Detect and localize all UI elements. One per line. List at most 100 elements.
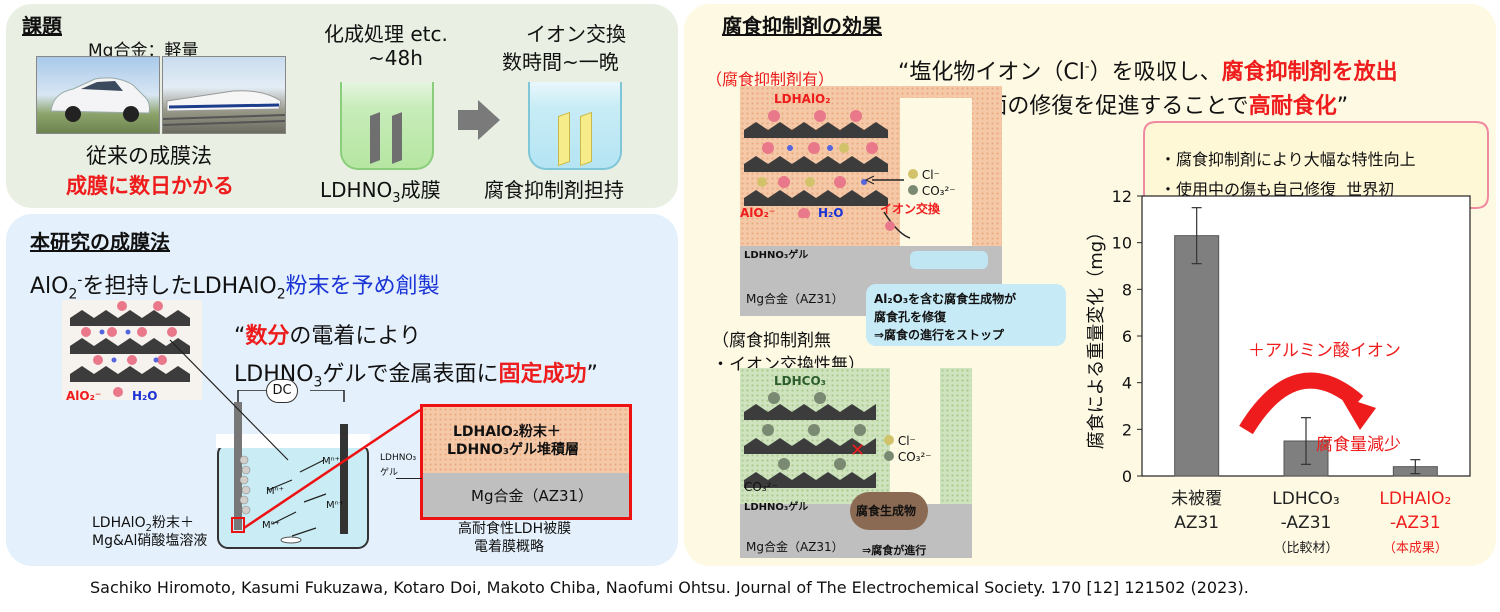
co3-lower-label: CO₃²⁻: [744, 480, 778, 494]
step2-duration: 数時間~一晩: [502, 50, 619, 74]
ion-label-3: Mⁿ⁺: [326, 500, 344, 511]
ion-label-1: Mⁿ⁺: [322, 456, 340, 467]
electrodeposition-cell: [216, 390, 370, 549]
coated-plate-1: [558, 111, 570, 167]
category-note: （比較材）: [1273, 541, 1338, 556]
blocked-exchange-icon: ✕: [850, 440, 866, 461]
cl-lower-label: Cl⁻: [884, 434, 916, 448]
with-inhibitor-label: （腐食抑制剤有）: [706, 70, 835, 89]
callout-line-1: ・腐食抑制剤により大幅な特性向上: [1160, 150, 1416, 169]
y-axis-label: 腐食による重量変化（mg）: [1086, 223, 1107, 449]
bar: [1174, 235, 1220, 477]
step2-title: イオン交換: [526, 22, 626, 46]
metal-plate-2: [392, 112, 402, 164]
gel-pointer: [396, 478, 422, 479]
issue-heading: 課題: [22, 14, 62, 38]
step1-caption: LDHNO3成膜: [320, 178, 441, 206]
corrosion-proceeds-label: ⇒腐食が進行: [862, 544, 927, 557]
coating-caption-1: 高耐食性LDH被膜: [458, 521, 572, 537]
ldh-alo2-layers: [744, 110, 888, 218]
step2-caption: 腐食抑制剤担持: [484, 178, 624, 202]
dc-power-source: DC: [266, 379, 298, 403]
ion-exchange-arrows: [864, 175, 911, 239]
cl-ion-dot: [908, 169, 918, 179]
category-note: （本成果）: [1383, 541, 1448, 556]
no-inhibitor-schematic: LDHCO₃ 腐食生成物: [740, 368, 972, 558]
co3-ion-dot-lower: [884, 451, 894, 461]
callout-line-2: ・使用中の傷も自己修復 世界初: [1160, 180, 1395, 199]
method-summary: AlO2-を担持したLDHAlO2粉末を予め創製: [30, 272, 440, 303]
conventional-method: 従来の成膜法: [86, 144, 212, 168]
metal-plate-1: [370, 112, 380, 164]
category-label: LDHAlO₂: [1379, 489, 1451, 509]
reduction-annotation: 腐食量減少: [1316, 435, 1401, 455]
co3-lower-right-label: CO₃²⁻: [884, 450, 932, 464]
aluminate-annotation: ＋アルミン酸イオン: [1248, 341, 1401, 361]
category-label: 未被覆: [1171, 489, 1222, 509]
solution-label-2: Mg&Al硝酸塩溶液: [92, 533, 208, 549]
ion-label-2: Mⁿ⁺: [266, 486, 284, 497]
curved-arrow-icon: [1239, 372, 1376, 435]
co3-ion-dot: [908, 185, 918, 195]
method-heading: 本研究の成膜法: [30, 230, 170, 254]
category-label: -AZ31: [1281, 513, 1332, 533]
ion-exchange-label: イオン交換: [880, 202, 941, 216]
gel-label-2: ゲル: [380, 468, 399, 478]
train-photo: [162, 56, 286, 134]
effect-heading: 腐食抑制剤の効果: [722, 14, 882, 38]
h2o-label: H₂O: [132, 389, 158, 403]
category-label: AZ31: [1174, 513, 1219, 533]
substrate-upper-label: Mg合金（AZ31）: [746, 292, 844, 306]
mg-substrate: [423, 473, 629, 517]
exchange-beaker: [528, 82, 622, 170]
repair-callout: Al₂O₃を含む腐食生成物が 腐食孔を修復 ⇒腐食の進行をストップ: [866, 284, 1066, 346]
deposited-layer-label-2: LDHNO₃ゲル堆積層: [447, 442, 580, 458]
y-tick-label: 4: [1122, 374, 1132, 393]
repair-line-3: ⇒腐食の進行をストップ: [874, 328, 1005, 342]
repair-product: [910, 251, 988, 269]
deposited-layer-label-1: LDHAlO₂粉末＋: [453, 424, 561, 440]
y-tick-label: 2: [1122, 420, 1132, 439]
deposited-layer: [423, 407, 629, 473]
citation: Sachiko Hiromoto, Kasumi Fukuzawa, Kotar…: [90, 578, 1249, 597]
ldhco3-label: LDHCO₃: [774, 374, 826, 388]
y-tick-label: 0: [1122, 467, 1132, 486]
coating-detail-box: LDHAlO₂粉末＋ LDHNO₃ゲル堆積層 Mg合金（AZ31）: [420, 404, 632, 520]
scratch-gap-lower: [890, 368, 940, 508]
gel-label-1: LDHNO₃: [380, 453, 417, 463]
ion-label-4: Mⁿ⁺: [262, 520, 280, 531]
deposition-quote-1: “数分の電着により: [234, 324, 421, 349]
y-tick-label: 10: [1112, 234, 1132, 253]
train-icon: [162, 90, 286, 126]
coated-plate-2: [580, 111, 592, 167]
repair-line-1: Al₂O₃を含む腐食生成物が: [874, 292, 1017, 306]
ldh-alo2-structure: [62, 300, 202, 400]
alo2-label: AlO₂⁻: [66, 389, 102, 403]
substrate-label: Mg合金（AZ31）: [471, 487, 594, 505]
car-photo: [36, 56, 160, 134]
co3-upper-label: CO₃²⁻: [908, 184, 956, 198]
gel-upper-label: LDHNO₃ゲル: [744, 250, 809, 261]
car-icon: [50, 77, 150, 122]
step1-duration: ~48h: [368, 46, 423, 70]
takes-days: 成膜に数日かかる: [66, 174, 234, 198]
ldh-co3-layers: [744, 392, 876, 488]
gel-lower-label: LDHNO₃ゲル: [744, 502, 809, 513]
corrosion-product-blob: 腐食生成物: [850, 492, 928, 530]
without-inhibitor-1: （腐食抑制剤無: [712, 331, 831, 351]
inhibitor-schematic: LDHAlO₂: [740, 86, 1002, 316]
category-label: LDHCO₃: [1272, 489, 1339, 509]
ldhalo2-upper-label: LDHAlO₂: [774, 92, 831, 106]
corrosion-product-label: 腐食生成物: [856, 504, 917, 518]
category-label: -AZ31: [1390, 513, 1441, 533]
conversion-beaker: [340, 82, 434, 170]
arrow-right-icon: [458, 100, 500, 140]
coating-caption-2: 電着膜概略: [474, 539, 544, 555]
y-tick-label: 6: [1122, 327, 1132, 346]
substrate-lower-label: Mg合金（AZ31）: [746, 540, 844, 554]
effect-statement-1: “塩化物イオン（Cl-）を吸収し、腐食抑制剤を放出: [898, 59, 1398, 85]
weight-change-chart: 024681012腐食による重量変化（mg）未被覆AZ31LDHCO₃-AZ31…: [1086, 187, 1471, 556]
repair-line-2: 腐食孔を修復: [874, 310, 947, 324]
h2o-upper-label: H₂O: [818, 206, 844, 220]
y-tick-label: 8: [1122, 280, 1132, 299]
